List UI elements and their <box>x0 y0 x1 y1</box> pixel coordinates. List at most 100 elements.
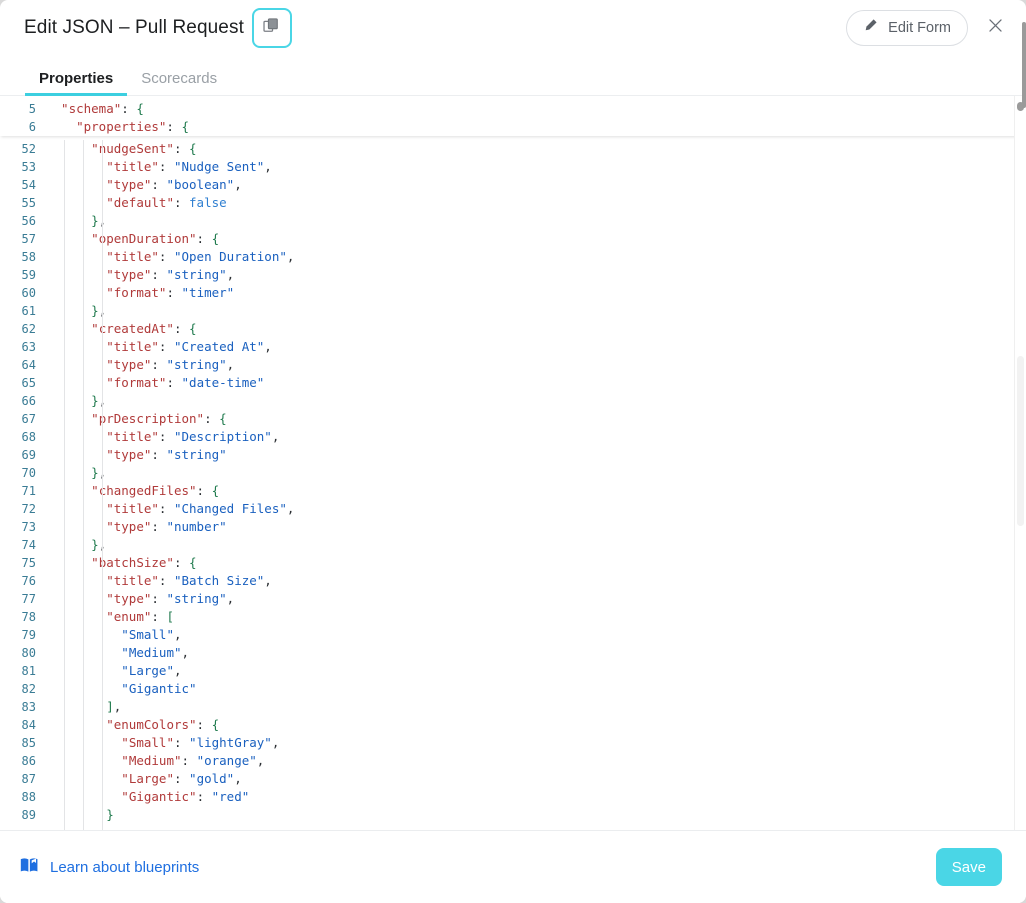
code-token: "type" <box>106 591 152 606</box>
json-editor[interactable]: 52"nudgeSent": {53"title": "Nudge Sent",… <box>0 96 1026 830</box>
code-line[interactable]: 60"format": "timer" <box>0 284 1026 302</box>
code-text: "format": "date-time" <box>46 374 1026 392</box>
code-line[interactable]: 75"batchSize": { <box>0 554 1026 572</box>
code-text: } <box>46 806 1026 824</box>
code-token: "boolean" <box>166 177 235 192</box>
code-line[interactable]: 76"title": "Batch Size", <box>0 572 1026 590</box>
editor-scrollbar-thumb[interactable] <box>1017 102 1024 111</box>
code-text: "Large", <box>46 662 1026 680</box>
code-line[interactable]: 72"title": "Changed Files", <box>0 500 1026 518</box>
code-text: "batchSize": { <box>46 554 1026 572</box>
code-line[interactable]: 61}, <box>0 302 1026 320</box>
code-line[interactable]: 67"prDescription": { <box>0 410 1026 428</box>
code-line[interactable]: 54"type": "boolean", <box>0 176 1026 194</box>
code-line[interactable]: 86"Medium": "orange", <box>0 752 1026 770</box>
close-button[interactable] <box>982 15 1008 41</box>
code-token: : <box>166 375 182 390</box>
copy-button[interactable] <box>251 7 292 48</box>
code-token: , <box>234 177 242 192</box>
tab-properties[interactable]: Properties <box>25 70 128 96</box>
code-text: "prDescription": { <box>46 410 1026 428</box>
code-line[interactable]: 57"openDuration": { <box>0 230 1026 248</box>
code-token: : <box>196 717 212 732</box>
code-token: "Gigantic" <box>121 681 197 696</box>
code-token: : <box>196 789 212 804</box>
code-line[interactable]: 66}, <box>0 392 1026 410</box>
code-line[interactable]: 87"Large": "gold", <box>0 770 1026 788</box>
tab-bar: Properties Scorecards <box>0 55 1026 96</box>
code-token: , <box>271 429 280 444</box>
code-line[interactable]: 53"title": "Nudge Sent", <box>0 158 1026 176</box>
code-line[interactable]: 83], <box>0 698 1026 716</box>
code-text: "title": "Batch Size", <box>46 572 1026 590</box>
code-line[interactable]: 62"createdAt": { <box>0 320 1026 338</box>
line-number: 81 <box>21 664 36 678</box>
code-token: , <box>181 645 190 660</box>
code-line[interactable]: 64"type": "string", <box>0 356 1026 374</box>
code-line[interactable]: 78"enum": [ <box>0 608 1026 626</box>
code-line[interactable]: 68"title": "Description", <box>0 428 1026 446</box>
code-line[interactable]: 70}, <box>0 464 1026 482</box>
code-token: "title" <box>106 249 159 264</box>
code-token: "format" <box>106 375 167 390</box>
code-line[interactable]: 58"title": "Open Duration", <box>0 248 1026 266</box>
line-number: 68 <box>21 430 36 444</box>
code-line[interactable]: 65"format": "date-time" <box>0 374 1026 392</box>
tab-scorecards[interactable]: Scorecards <box>141 70 218 87</box>
code-token: , <box>98 303 107 318</box>
code-token: false <box>189 195 227 210</box>
code-token: , <box>98 465 107 480</box>
code-token: : <box>151 267 167 282</box>
code-line[interactable]: 79"Small", <box>0 626 1026 644</box>
edit-form-button[interactable]: Edit Form <box>846 9 968 46</box>
learn-about-blueprints-link[interactable]: Learn about blueprints <box>20 857 199 878</box>
code-line[interactable]: 52"nudgeSent": { <box>0 140 1026 158</box>
code-line[interactable]: 56}, <box>0 212 1026 230</box>
code-line[interactable]: 82"Gigantic" <box>0 680 1026 698</box>
line-number: 52 <box>21 142 36 156</box>
code-token: , <box>98 213 107 228</box>
code-token: "format" <box>106 285 167 300</box>
code-line[interactable]: 73"type": "number" <box>0 518 1026 536</box>
code-text: "Large": "gold", <box>46 770 1026 788</box>
code-line[interactable]: 85"Small": "lightGray", <box>0 734 1026 752</box>
code-text: "Gigantic": "red" <box>46 788 1026 806</box>
line-number: 74 <box>21 538 36 552</box>
code-text: "Medium", <box>46 644 1026 662</box>
code-token: } <box>91 303 99 318</box>
pencil-icon <box>863 18 878 37</box>
code-line[interactable]: 6"properties": { <box>0 118 1026 136</box>
code-token: "type" <box>106 519 152 534</box>
line-number: 77 <box>21 592 36 606</box>
code-token: "enumColors" <box>106 717 197 732</box>
code-line[interactable]: 81 "Large", <box>0 662 1026 680</box>
code-token: : <box>173 195 190 210</box>
code-token: "red" <box>211 789 250 804</box>
code-line[interactable]: 80"Medium", <box>0 644 1026 662</box>
code-token: : <box>151 591 167 606</box>
code-line[interactable]: 59"type": "string", <box>0 266 1026 284</box>
code-line[interactable]: 77"type": "string", <box>0 590 1026 608</box>
code-line[interactable]: 71"changedFiles": { <box>0 482 1026 500</box>
code-text: "default": false <box>46 194 1026 212</box>
code-line[interactable]: 74}, <box>0 536 1026 554</box>
page-scrollbar-thumb[interactable] <box>1022 22 1026 108</box>
code-token: { <box>189 555 197 570</box>
code-token: : <box>204 411 220 426</box>
code-line[interactable]: 55"default": false <box>0 194 1026 212</box>
code-line[interactable]: 69"type": "string" <box>0 446 1026 464</box>
code-line[interactable]: 5"schema": { <box>0 100 1026 118</box>
code-token: : <box>151 177 167 192</box>
editor-scrollbar[interactable] <box>1014 96 1026 830</box>
code-token: "openDuration" <box>91 231 197 246</box>
code-text: "changedFiles": { <box>46 482 1026 500</box>
code-area[interactable]: 52"nudgeSent": {53"title": "Nudge Sent",… <box>0 96 1026 830</box>
code-token: "lightGray" <box>189 735 272 750</box>
code-token: : <box>151 519 167 534</box>
code-line[interactable]: 88"Gigantic": "red" <box>0 788 1026 806</box>
save-button[interactable]: Save <box>935 848 1002 886</box>
code-line[interactable]: 84"enumColors": { <box>0 716 1026 734</box>
code-line[interactable]: 63"title": "Created At", <box>0 338 1026 356</box>
code-line[interactable]: 89} <box>0 806 1026 824</box>
